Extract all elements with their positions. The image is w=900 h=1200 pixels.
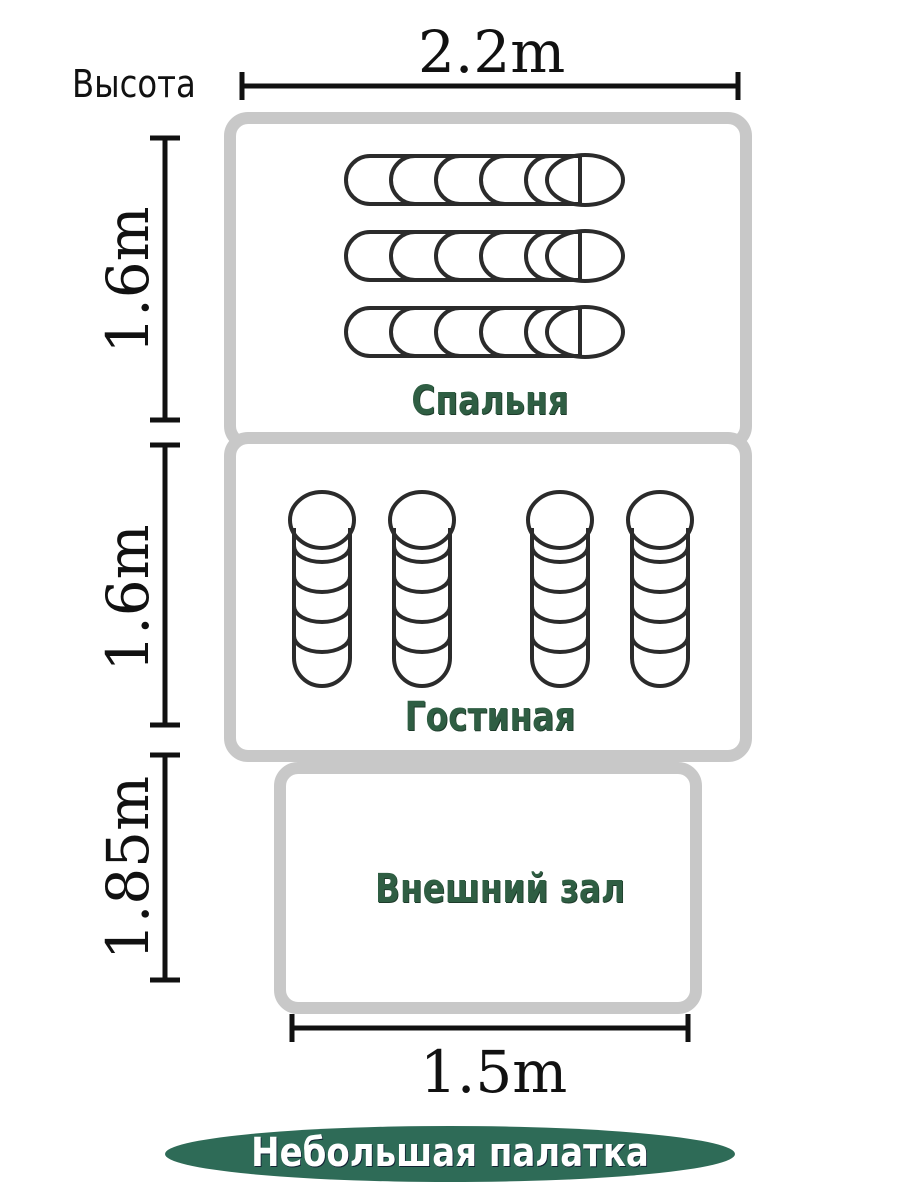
sleeping-bag-icon bbox=[344, 305, 625, 359]
footer-banner: Небольшая палатка bbox=[165, 1126, 735, 1182]
outer-hall-label: Внешний зал bbox=[374, 866, 625, 912]
living-room-label: Гостиная bbox=[404, 694, 576, 740]
living-height-label: 1.6m bbox=[94, 524, 162, 672]
top-width-label: 2.2m bbox=[418, 18, 566, 86]
sleeping-bag-icon bbox=[526, 490, 594, 688]
living-room-area bbox=[224, 432, 752, 762]
sleeping-bag-icon bbox=[288, 490, 356, 688]
outer-hall-height-label: 1.85m bbox=[94, 775, 162, 961]
sleeping-bag-icon bbox=[344, 153, 625, 207]
bedroom-label: Спальня bbox=[411, 378, 569, 424]
bedroom-height-label: 1.6m bbox=[94, 206, 162, 354]
outer-hall-area bbox=[274, 762, 702, 1014]
height-label: Высота bbox=[72, 62, 196, 106]
sleeping-bag-icon bbox=[344, 229, 625, 283]
bedroom-sleeping-bags bbox=[344, 153, 625, 359]
footer-title: Небольшая палатка bbox=[251, 1130, 649, 1176]
sleeping-bag-icon bbox=[388, 490, 456, 688]
sleeping-bag-icon bbox=[626, 490, 694, 688]
bottom-width-label: 1.5m bbox=[420, 1038, 568, 1106]
living-room-sleeping-bags bbox=[288, 490, 694, 688]
